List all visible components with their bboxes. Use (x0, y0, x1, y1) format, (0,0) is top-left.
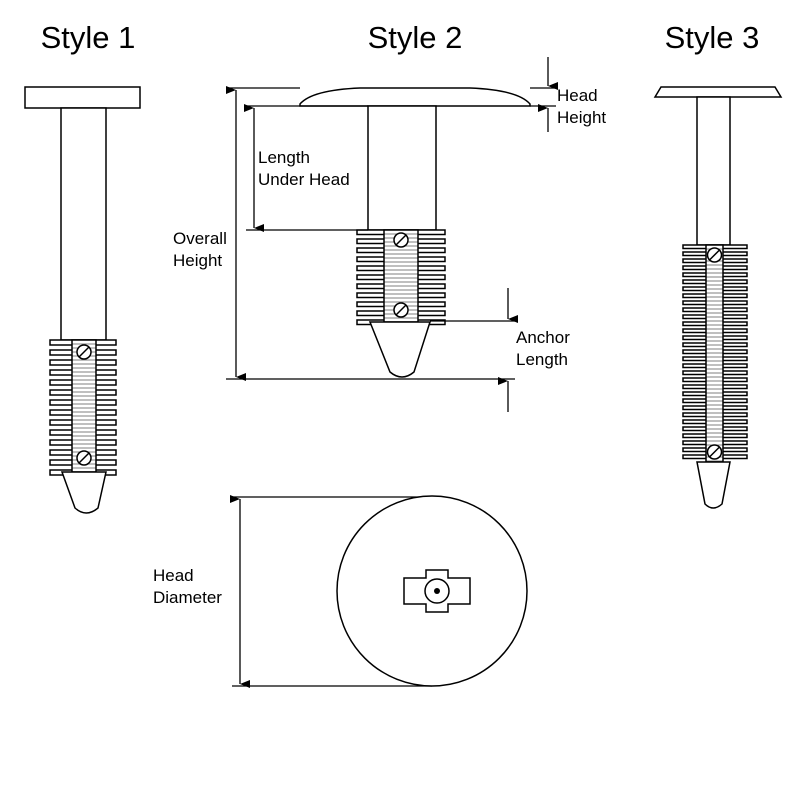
style1-fastener (24, 86, 141, 514)
pin-slot (78, 346, 90, 358)
style3-head (653, 86, 783, 98)
pin-slot (395, 234, 407, 246)
pin-slot (708, 446, 721, 458)
style2-fastener (299, 87, 531, 378)
pin-slot (708, 249, 721, 261)
style1-head (24, 86, 141, 109)
style1-title: Style 1 (41, 20, 136, 55)
style2-ribs (356, 229, 446, 326)
length-under-head-label-2: Under Head (258, 170, 350, 189)
style3-fastener (653, 86, 783, 509)
style1-tip (60, 471, 107, 514)
overall-height-label-2: Height (173, 251, 222, 270)
style2-title: Style 2 (368, 20, 463, 55)
rib-core (705, 244, 724, 463)
length-under-head-label-1: Length (258, 148, 310, 167)
overall-height-label-1: Overall (173, 229, 227, 248)
style2-anchor-tip (368, 321, 432, 378)
head-center-dot (434, 588, 440, 594)
head-diameter-label-2: Diameter (153, 588, 222, 607)
style3-tip (696, 461, 731, 509)
style3-ribs (682, 244, 748, 463)
style2-shank (367, 105, 437, 231)
anchor-length-label-2: Length (516, 350, 568, 369)
style1-ribs (49, 339, 117, 476)
style2-head (299, 87, 531, 107)
style3-shank (696, 96, 731, 246)
head-diameter-label-1: Head (153, 566, 194, 585)
head-top-view (336, 495, 528, 687)
style3-title: Style 3 (665, 20, 760, 55)
dimension-lines (226, 57, 558, 688)
head-height-label-2: Height (557, 108, 606, 127)
head-height-label-1: Head (557, 86, 598, 105)
style1-shank (60, 107, 107, 341)
pin-slot (395, 304, 407, 316)
pin-slot (78, 452, 90, 464)
rib-core (71, 339, 97, 473)
anchor-length-label-1: Anchor (516, 328, 570, 347)
